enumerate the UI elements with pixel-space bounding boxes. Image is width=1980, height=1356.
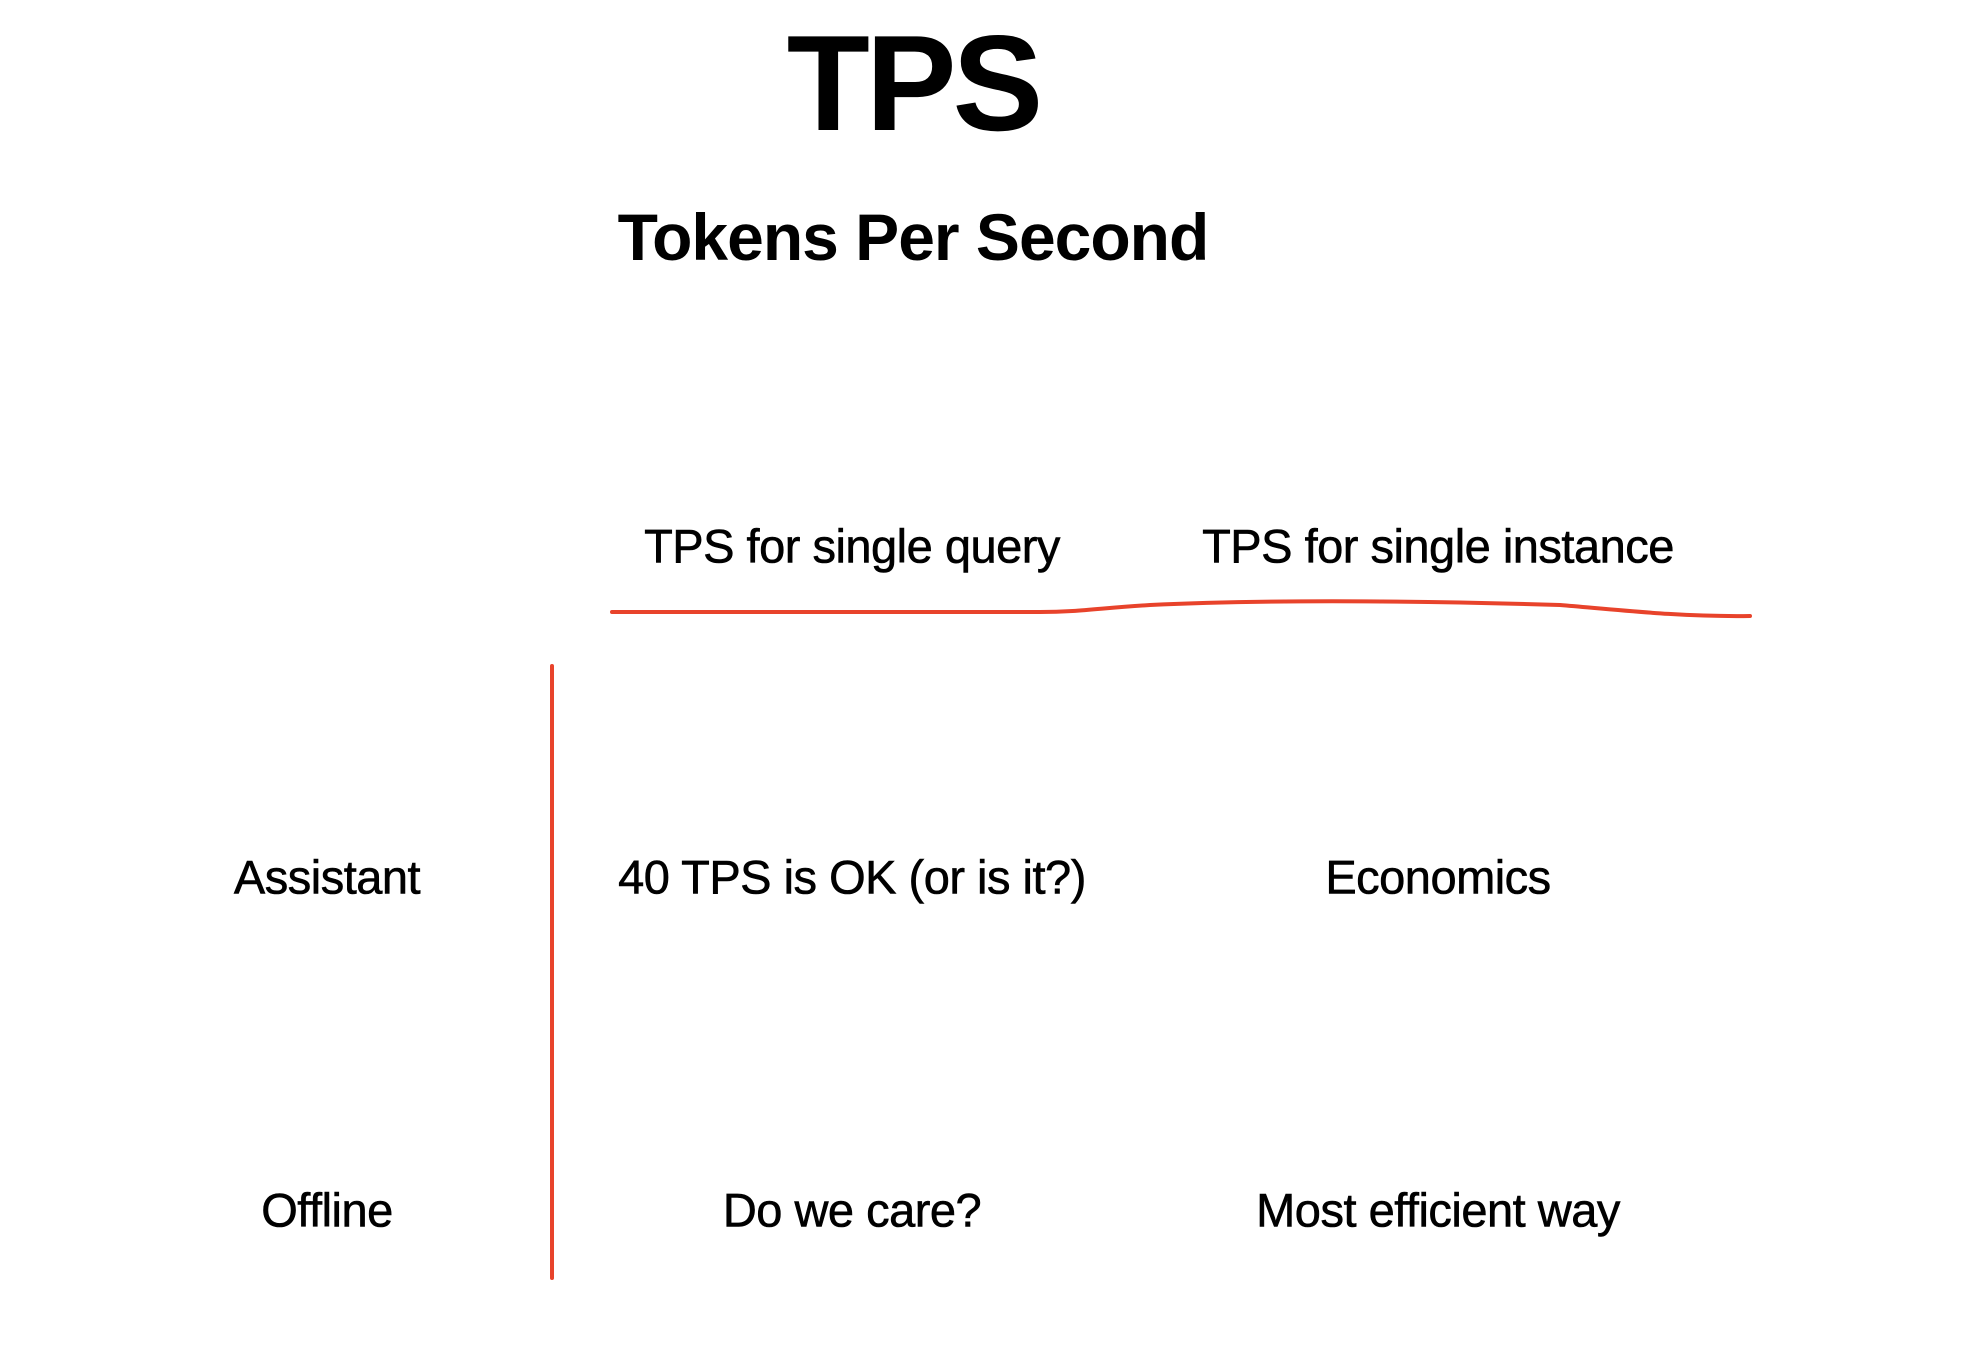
column-header-single-instance: TPS for single instance bbox=[1202, 519, 1675, 573]
row-label-offline: Offline bbox=[261, 1183, 394, 1237]
row-label-assistant: Assistant bbox=[233, 850, 421, 904]
cell-assistant-single-instance: Economics bbox=[1325, 850, 1551, 904]
cell-assistant-single-query: 40 TPS is OK (or is it?) bbox=[618, 850, 1087, 904]
slide-subtitle: Tokens Per Second bbox=[617, 200, 1210, 274]
header-underline bbox=[610, 599, 1752, 619]
cell-offline-single-instance: Most efficient way bbox=[1256, 1183, 1621, 1237]
slide-title: TPS bbox=[786, 7, 1043, 159]
cell-offline-single-query: Do we care? bbox=[722, 1183, 982, 1237]
column-header-single-query: TPS for single query bbox=[644, 519, 1061, 573]
